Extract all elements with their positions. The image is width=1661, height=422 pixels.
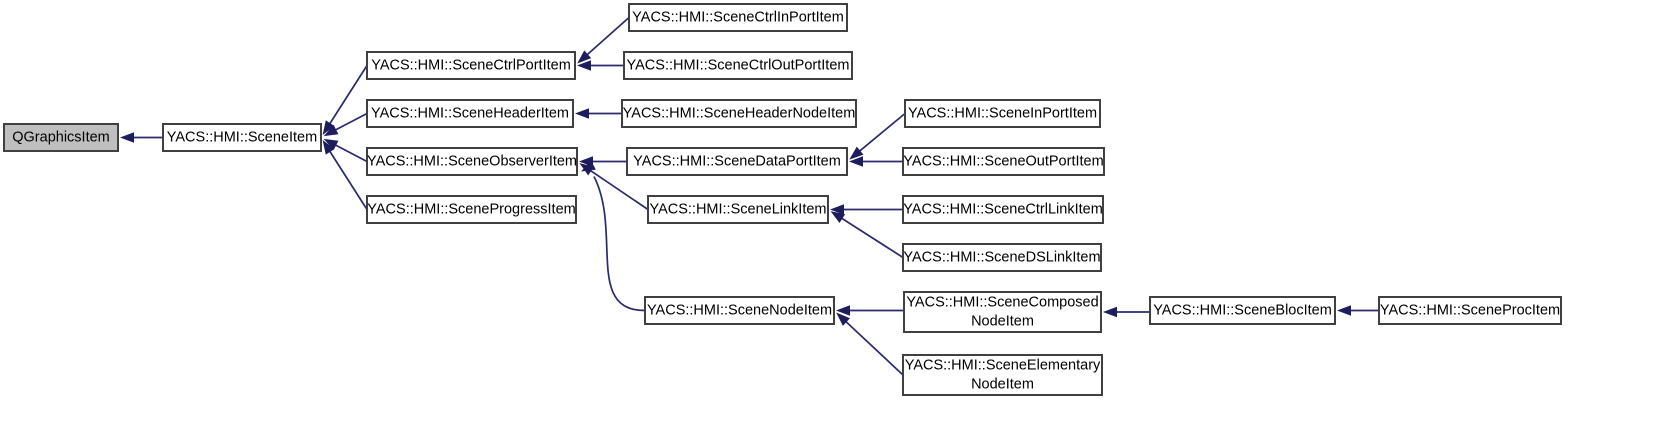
class-node-box[interactable] (644, 296, 835, 325)
class-node-sceneheadernodeitem[interactable]: YACS::HMI::SceneHeaderNodeItemYACS::HMI:… (621, 99, 857, 128)
class-node-label: YACS::HMI::SceneProcItem (1380, 302, 1560, 318)
edge-arrowhead (120, 132, 134, 143)
class-node-scenectrlportitem[interactable]: YACS::HMI::SceneCtrlPortItemYACS::HMI::S… (366, 51, 576, 80)
class-node-box[interactable] (903, 291, 1102, 333)
class-node-box[interactable] (902, 354, 1103, 396)
edge-arrowhead (581, 160, 596, 172)
class-node-sceneprocitem[interactable]: YACS::HMI::SceneProcItemYACS::HMI::Scene… (1378, 296, 1562, 325)
class-node-label: YACS::HMI::SceneHeaderItem (371, 105, 569, 121)
edge-arrowhead (322, 140, 335, 155)
edge-arrowhead (830, 204, 844, 215)
class-node-box[interactable] (366, 195, 577, 224)
class-node-label: YACS::HMI::SceneDSLinkItem (903, 249, 1100, 265)
inheritance-edge (581, 160, 646, 312)
inheritance-edge (1337, 305, 1379, 316)
edge-arrowhead (323, 138, 339, 150)
class-node-label: YACS::HMI::SceneProgressItem (367, 201, 575, 217)
class-node-label: YACS::HMI::SceneDataPortItem (633, 153, 841, 169)
class-node-box[interactable] (366, 147, 578, 176)
class-node-label: NodeItem (971, 313, 1034, 329)
class-node-box[interactable] (628, 3, 848, 32)
class-node-sceneelementarynodeitem[interactable]: YACS::HMI::SceneElementaryNodeItemYACS::… (902, 354, 1103, 396)
inheritance-edge (577, 16, 630, 64)
class-node-sceneblocitem[interactable]: YACS::HMI::SceneBlocItemYACS::HMI::Scene… (1149, 296, 1336, 325)
class-node-label: YACS::HMI::SceneInPortItem (908, 105, 1097, 121)
class-node-box[interactable] (623, 51, 853, 80)
class-node-box[interactable] (366, 51, 576, 80)
class-node-scenecomposednodeitem[interactable]: YACS::HMI::SceneComposedNodeItemYACS::HM… (903, 291, 1102, 333)
edge-arrowhead (577, 50, 592, 64)
class-node-sceneobserveritem[interactable]: YACS::HMI::SceneObserverItemYACS::HMI::S… (366, 147, 578, 176)
class-node-label: QGraphicsItem (12, 129, 110, 145)
inheritance-edge (120, 132, 163, 143)
class-node-label: YACS::HMI::SceneCtrlPortItem (371, 57, 571, 73)
inheritance-edge (322, 65, 368, 135)
class-node-sceneprogressitem[interactable]: YACS::HMI::SceneProgressItemYACS::HMI::S… (366, 195, 577, 224)
class-node-box[interactable] (621, 99, 857, 128)
class-node-label: YACS::HMI::SceneObserverItem (367, 153, 577, 169)
class-node-label: YACS::HMI::SceneItem (167, 129, 317, 145)
class-node-scenenodeitem[interactable]: YACS::HMI::SceneNodeItemYACS::HMI::Scene… (644, 296, 835, 325)
edge-arrowhead (323, 125, 339, 137)
edge-arrowhead (830, 211, 846, 224)
inheritance-edge (836, 312, 904, 376)
class-node-scenectrllinkitem[interactable]: YACS::HMI::SceneCtrlLinkItemYACS::HMI::S… (902, 195, 1104, 224)
class-node-label: NodeItem (971, 376, 1034, 392)
class-node-box[interactable] (366, 99, 574, 128)
edge-arrowhead (849, 146, 864, 160)
class-node-label: YACS::HMI::SceneElementary (905, 357, 1101, 373)
class-node-box[interactable] (902, 195, 1104, 224)
inheritance-edge (830, 204, 903, 215)
class-node-box[interactable] (1378, 296, 1562, 325)
class-node-scenedslinkitem[interactable]: YACS::HMI::SceneDSLinkItemYACS::HMI::Sce… (902, 243, 1102, 272)
edge-arrowhead (1103, 306, 1117, 318)
class-node-sceneinportitem[interactable]: YACS::HMI::SceneInPortItemYACS::HMI::Sce… (904, 99, 1101, 128)
class-node-box[interactable] (1149, 296, 1336, 325)
class-node-label: YACS::HMI::SceneNodeItem (647, 302, 832, 318)
class-node-label: YACS::HMI::SceneLinkItem (649, 201, 826, 217)
inheritance-edge (575, 108, 622, 119)
class-node-box[interactable] (904, 99, 1101, 128)
inheritance-edge (323, 138, 368, 163)
class-node-label: YACS::HMI::SceneHeaderNodeItem (623, 105, 856, 121)
class-node-box[interactable] (902, 147, 1105, 176)
inheritance-edge (323, 112, 368, 137)
class-node-box[interactable] (647, 195, 829, 224)
class-node-scenelinkitem[interactable]: YACS::HMI::SceneLinkItemYACS::HMI::Scene… (647, 195, 829, 224)
class-node-box[interactable] (902, 243, 1102, 272)
class-node-qgraphicsitem[interactable]: QGraphicsItemQGraphicsItem (3, 123, 119, 152)
edge-arrowhead (575, 108, 589, 119)
inheritance-edge (322, 140, 368, 210)
class-node-label: YACS::HMI::SceneComposed (906, 294, 1098, 310)
edge-arrowhead (1337, 305, 1351, 316)
edge-arrowhead (322, 120, 335, 135)
edge-arrowhead (849, 156, 863, 167)
class-node-label: YACS::HMI::SceneBlocItem (1153, 302, 1332, 318)
edge-arrowhead (836, 312, 850, 326)
edge-arrowhead (836, 305, 850, 316)
class-node-box[interactable] (626, 147, 848, 176)
inheritance-edge (577, 60, 624, 71)
class-node-scenectrlinportitem[interactable]: YACS::HMI::SceneCtrlInPortItemYACS::HMI:… (628, 3, 848, 32)
class-node-label: YACS::HMI::SceneCtrlOutPortItem (627, 57, 850, 73)
class-node-sceneheaderitem[interactable]: YACS::HMI::SceneHeaderItemYACS::HMI::Sce… (366, 99, 574, 128)
class-node-box[interactable] (3, 123, 119, 152)
edges-layer (120, 16, 1379, 376)
class-node-label: YACS::HMI::SceneOutPortItem (903, 153, 1103, 169)
inheritance-edge (849, 156, 903, 167)
edge-arrowhead (577, 60, 591, 71)
inheritance-edge (849, 112, 906, 160)
class-node-scenedataportitem[interactable]: YACS::HMI::SceneDataPortItemYACS::HMI::S… (626, 147, 848, 176)
class-node-sceneoutportitem[interactable]: YACS::HMI::SceneOutPortItemYACS::HMI::Sc… (902, 147, 1105, 176)
class-node-box[interactable] (162, 123, 322, 152)
inheritance-edge (830, 211, 904, 259)
inheritance-edge (1103, 306, 1150, 318)
class-node-label: YACS::HMI::SceneCtrlLinkItem (903, 201, 1103, 217)
inheritance-edge (836, 305, 904, 316)
class-node-label: YACS::HMI::SceneCtrlInPortItem (632, 9, 844, 25)
class-node-scenectrloutportitem[interactable]: YACS::HMI::SceneCtrlOutPortItemYACS::HMI… (623, 51, 853, 80)
